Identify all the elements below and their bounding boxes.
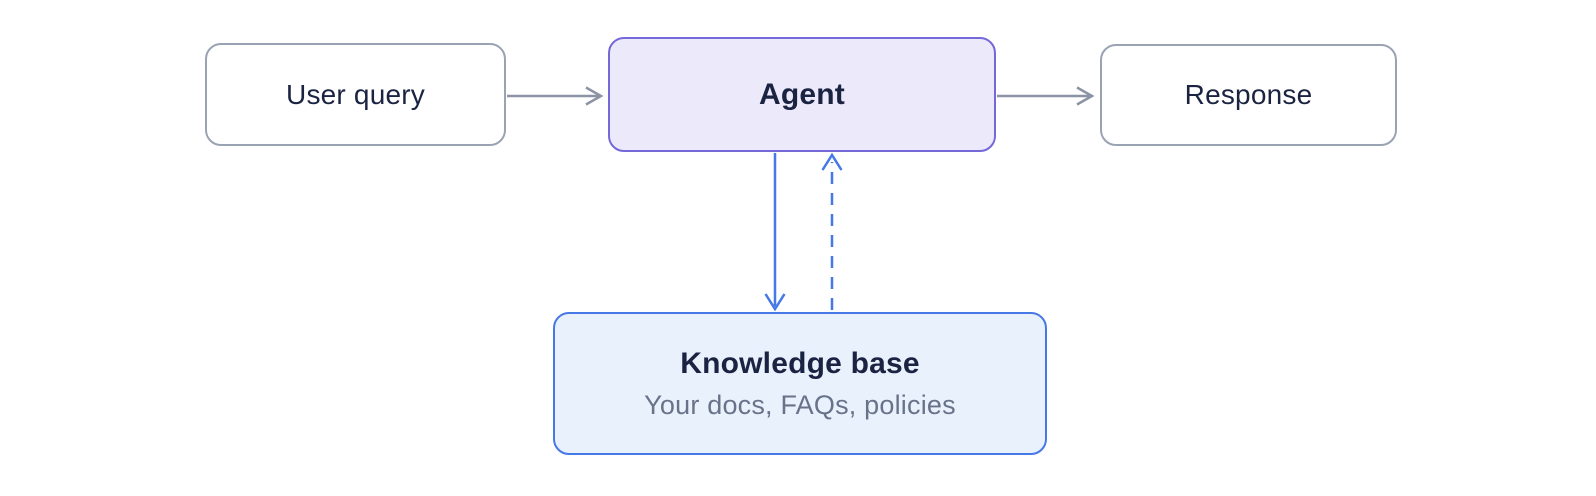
node-knowledge-base-subtitle: Your docs, FAQs, policies	[644, 389, 956, 420]
node-agent-label: Agent	[759, 77, 845, 111]
node-knowledge-base-title: Knowledge base	[680, 346, 920, 380]
arrowhead-down-icon	[764, 293, 786, 312]
node-response-label: Response	[1184, 79, 1313, 110]
edge-agent-to-response	[997, 86, 1095, 106]
edge-knowledge-base-to-agent	[821, 152, 843, 310]
edge-user-query-to-agent	[507, 86, 604, 106]
node-response: Response	[1100, 44, 1397, 146]
node-agent: Agent	[608, 37, 996, 152]
node-user-query-label: User query	[286, 78, 425, 110]
arrowhead-right-icon	[1076, 86, 1095, 106]
arrowhead-right-icon	[585, 86, 604, 106]
edge-agent-to-knowledge-base	[764, 153, 786, 312]
node-knowledge-base: Knowledge base Your docs, FAQs, policies	[553, 312, 1047, 455]
node-user-query: User query	[205, 43, 506, 146]
arrowhead-up-icon	[821, 152, 843, 171]
